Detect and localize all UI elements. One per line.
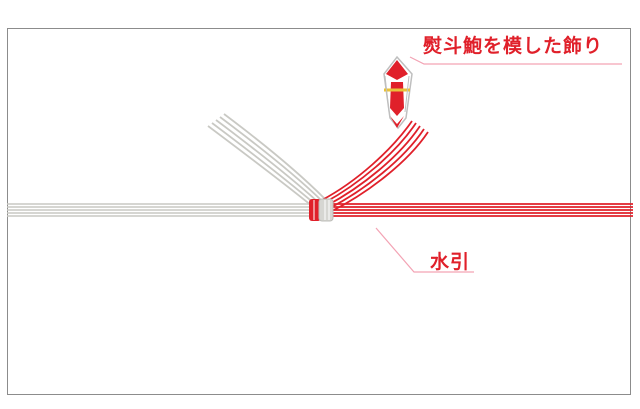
silver-loop-cords	[207, 113, 325, 207]
noshi-leader-line	[409, 56, 622, 65]
red-loop-cords	[321, 120, 429, 213]
mizuhiki-leader-line	[375, 227, 474, 273]
noshi-label: 熨斗鮑を模した飾り	[423, 35, 604, 57]
mizuhiki-knot	[309, 198, 334, 222]
silver-horizontal-cords	[7, 203, 310, 217]
red-horizontal-cords	[330, 203, 633, 217]
noshi-ornament	[383, 55, 413, 130]
mizuhiki-label: 水引	[430, 251, 471, 273]
